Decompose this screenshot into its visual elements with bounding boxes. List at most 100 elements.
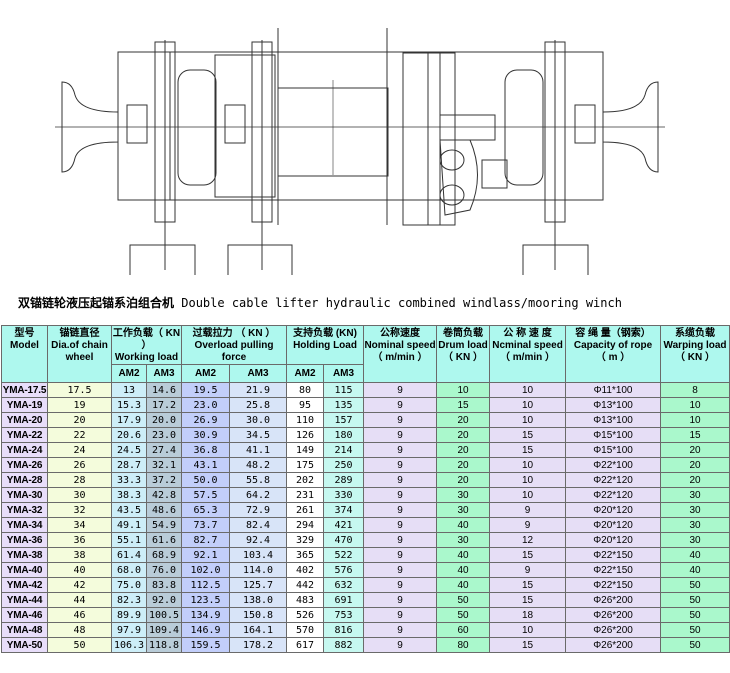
table-cell: YMA-19	[1, 397, 48, 413]
table-cell: 470	[323, 532, 365, 548]
table-cell: Φ20*120	[565, 532, 662, 548]
table-cell: 37.2	[146, 472, 182, 488]
table-cell: 68.0	[111, 562, 147, 578]
table-cell: 80	[436, 637, 491, 653]
table-cell: 42.8	[146, 487, 182, 503]
table-cell: YMA-24	[1, 442, 48, 458]
table-cell: 26	[47, 457, 112, 473]
table-cell: 15	[489, 592, 567, 608]
table-cell: 76.0	[146, 562, 182, 578]
table-cell: 882	[323, 637, 365, 653]
table-cell: 9	[363, 427, 438, 443]
table-cell: 9	[363, 457, 438, 473]
table-cell: 82.7	[181, 532, 230, 548]
table-cell: 26.9	[181, 412, 230, 428]
table-cell: Φ22*120	[565, 487, 662, 503]
table-cell: 36.8	[181, 442, 230, 458]
table-cell: Φ22*150	[565, 547, 662, 563]
table-cell: YMA-38	[1, 547, 48, 563]
header-overload: 过载拉力 （ KN ）Overload pulling force	[180, 325, 288, 365]
table-cell: YMA-50	[1, 637, 48, 653]
table-cell: 294	[286, 517, 325, 533]
table-cell: 30.0	[228, 412, 288, 428]
table-cell: 10	[489, 457, 567, 473]
table-cell: 40	[660, 547, 730, 563]
table-cell: 28.7	[111, 457, 147, 473]
table-cell: 18	[489, 607, 567, 623]
table-cell: 61.6	[146, 532, 182, 548]
table-cell: 83.8	[146, 577, 182, 593]
table-cell: 10	[660, 412, 730, 428]
table-cell: 9	[363, 412, 438, 428]
table-cell: 9	[363, 397, 438, 413]
table-cell: 50	[436, 592, 491, 608]
table-cell: 691	[323, 592, 365, 608]
table-cell: 19.5	[181, 382, 230, 398]
table-cell: 36	[47, 532, 112, 548]
table-cell: 97.9	[111, 622, 147, 638]
table-cell: 180	[323, 427, 365, 443]
table-cell: 9	[363, 577, 438, 593]
table-cell: 816	[323, 622, 365, 638]
table-cell: 30	[436, 532, 491, 548]
table-cell: 13	[111, 382, 147, 398]
table-cell: 50	[660, 577, 730, 593]
table-cell: 25.8	[228, 397, 288, 413]
table-cell: 20	[660, 442, 730, 458]
table-cell: 9	[363, 472, 438, 488]
table-cell: 72.9	[228, 502, 288, 518]
table-cell: 23.0	[181, 397, 230, 413]
table-cell: 48.2	[228, 457, 288, 473]
table-cell: 42	[47, 577, 112, 593]
table-cell: 28	[47, 472, 112, 488]
table-cell: 32.1	[146, 457, 182, 473]
table-cell: YMA-28	[1, 472, 48, 488]
table-cell: 24.5	[111, 442, 147, 458]
table-cell: Φ15*100	[565, 442, 662, 458]
table-cell: 92.4	[228, 532, 288, 548]
table-cell: 150.8	[228, 607, 288, 623]
table-cell: Φ26*200	[565, 622, 662, 638]
header-working-load: 工作负载（ KN ）Working load	[111, 325, 182, 365]
header-rope-capacity: 容 绳 量（钢索）Capacity of rope（ m ）	[565, 325, 662, 383]
table-cell: YMA-44	[1, 592, 48, 608]
table-cell: 43.5	[111, 502, 147, 518]
table-cell: 9	[363, 502, 438, 518]
table-cell: 15.3	[111, 397, 147, 413]
table-cell: 146.9	[181, 622, 230, 638]
table-cell: 114.0	[228, 562, 288, 578]
table-cell: 55.8	[228, 472, 288, 488]
table-cell: 231	[286, 487, 325, 503]
table-cell: 65.3	[181, 502, 230, 518]
table-cell: Φ13*100	[565, 412, 662, 428]
table-cell: 55.1	[111, 532, 147, 548]
table-cell: YMA-48	[1, 622, 48, 638]
table-cell: 20	[660, 472, 730, 488]
table-cell: 17.9	[111, 412, 147, 428]
table-cell: 115	[323, 382, 365, 398]
table-cell: 38.3	[111, 487, 147, 503]
table-cell: 50	[660, 622, 730, 638]
table-cell: 214	[323, 442, 365, 458]
table-cell: 20	[436, 427, 491, 443]
table-cell: 421	[323, 517, 365, 533]
table-cell: Φ20*120	[565, 517, 662, 533]
page-title: 双锚链轮液压起锚系泊组合机 Double cable lifter hydrau…	[18, 294, 622, 311]
table-cell: 20.6	[111, 427, 147, 443]
table-cell: 24	[47, 442, 112, 458]
table-cell: 21.9	[228, 382, 288, 398]
table-cell: 365	[286, 547, 325, 563]
table-cell: Φ15*100	[565, 427, 662, 443]
table-cell: 12	[489, 532, 567, 548]
table-cell: 576	[323, 562, 365, 578]
